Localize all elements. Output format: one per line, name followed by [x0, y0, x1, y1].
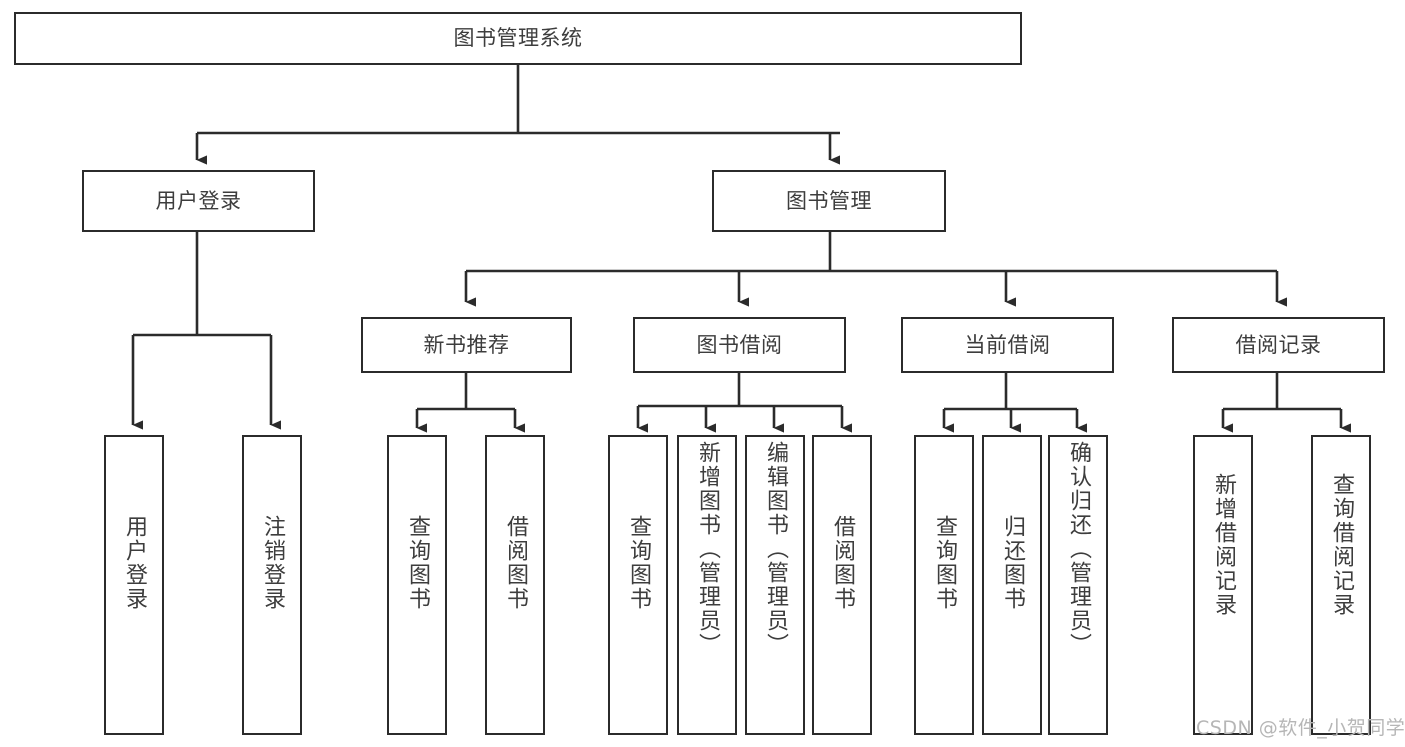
node-leaf-add-record[interactable]: 新增借阅记录	[1193, 435, 1253, 735]
node-leaf-query-book-1-label: 查询图书	[405, 515, 430, 611]
node-leaf-query-book-3[interactable]: 查询图书	[914, 435, 974, 735]
node-leaf-query-book-2[interactable]: 查询图书	[608, 435, 668, 735]
node-leaf-add-record-label: 新增借阅记录	[1211, 473, 1236, 617]
node-borrow-record[interactable]: 借阅记录	[1172, 317, 1385, 373]
node-current-borrow-label: 当前借阅	[964, 332, 1051, 357]
node-leaf-query-book-3-label: 查询图书	[932, 515, 957, 611]
node-leaf-add-book[interactable]: 新增图书（管理员）	[677, 435, 737, 735]
node-root[interactable]: 图书管理系统	[14, 12, 1022, 65]
node-new-book-recommend[interactable]: 新书推荐	[361, 317, 572, 373]
node-leaf-logout-label: 注销登录	[260, 515, 285, 611]
node-leaf-user-login-label: 用户登录	[122, 515, 147, 611]
node-user-login[interactable]: 用户登录	[82, 170, 315, 232]
node-leaf-query-book-2-label: 查询图书	[626, 515, 651, 611]
node-leaf-query-book-1[interactable]: 查询图书	[387, 435, 447, 735]
node-leaf-return-book[interactable]: 归还图书	[982, 435, 1042, 735]
node-leaf-borrow-book-1[interactable]: 借阅图书	[485, 435, 545, 735]
node-book-borrow-label: 图书借阅	[696, 332, 783, 357]
csdn-watermark: CSDN @软件_小贺同学	[1196, 717, 1405, 739]
node-book-manage-label: 图书管理	[786, 188, 872, 213]
node-book-manage[interactable]: 图书管理	[712, 170, 946, 232]
node-leaf-user-login[interactable]: 用户登录	[104, 435, 164, 735]
node-leaf-confirm-return[interactable]: 确认归还（管理员）	[1048, 435, 1108, 735]
node-root-label: 图书管理系统	[453, 26, 583, 51]
node-user-login-label: 用户登录	[155, 188, 242, 213]
node-leaf-logout[interactable]: 注销登录	[242, 435, 302, 735]
node-leaf-query-record-label: 查询借阅记录	[1329, 473, 1354, 617]
node-book-borrow[interactable]: 图书借阅	[633, 317, 846, 373]
node-leaf-return-book-label: 归还图书	[1000, 515, 1025, 611]
node-leaf-borrow-book-2-label: 借阅图书	[830, 515, 855, 611]
node-leaf-add-book-label: 新增图书（管理员）	[695, 441, 720, 657]
node-new-book-recommend-label: 新书推荐	[423, 332, 510, 357]
node-current-borrow[interactable]: 当前借阅	[901, 317, 1114, 373]
node-leaf-borrow-book-2[interactable]: 借阅图书	[812, 435, 872, 735]
node-leaf-query-record[interactable]: 查询借阅记录	[1311, 435, 1371, 735]
node-leaf-edit-book-label: 编辑图书（管理员）	[763, 441, 788, 657]
node-leaf-confirm-return-label: 确认归还（管理员）	[1066, 441, 1091, 657]
node-leaf-edit-book[interactable]: 编辑图书（管理员）	[745, 435, 805, 735]
node-borrow-record-label: 借阅记录	[1235, 332, 1322, 357]
node-leaf-borrow-book-1-label: 借阅图书	[503, 515, 528, 611]
